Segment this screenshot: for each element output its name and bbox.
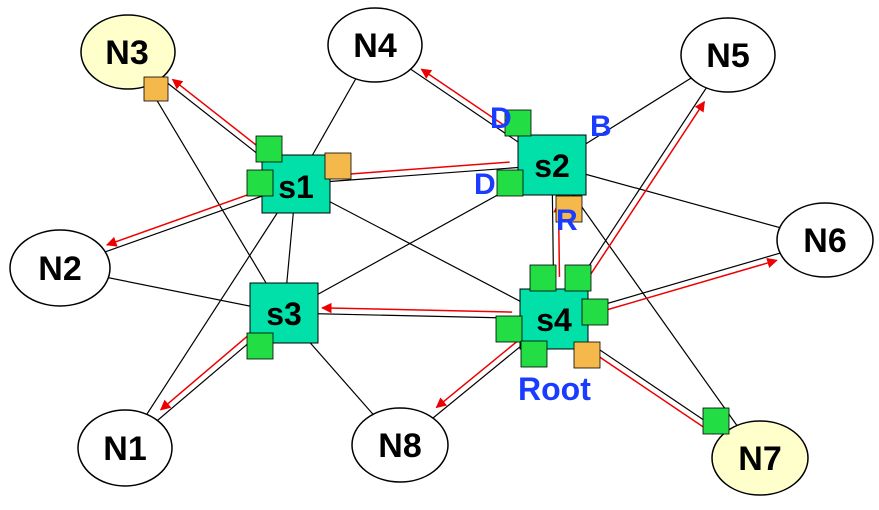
- host-n3-node: [80, 14, 176, 90]
- port-s2-left[interactable]: [496, 169, 524, 197]
- link-s1-s4: [295, 183, 555, 320]
- host-n6-node: [776, 202, 874, 278]
- host-n1-node: [77, 409, 173, 487]
- host-n4[interactable]: N4: [327, 7, 423, 83]
- switch-s2-label: s2: [534, 148, 570, 184]
- arrows-layer: [105, 68, 778, 435]
- port-s2-top[interactable]: [504, 109, 532, 137]
- arrow-s4-to-s3: [321, 302, 513, 314]
- port-label-s2-r: R: [556, 204, 578, 237]
- arrow-s2-to-n4: [420, 68, 522, 138]
- port-s4-bottom-right[interactable]: [573, 341, 601, 369]
- port-s1-top[interactable]: [255, 135, 283, 163]
- port-s4-bottom-left[interactable]: [520, 340, 548, 368]
- switch-s2[interactable]: s2: [517, 134, 587, 196]
- host-n8[interactable]: N8: [351, 407, 449, 483]
- port-n7[interactable]: [702, 407, 730, 435]
- host-n4-node: [327, 7, 423, 83]
- host-n5[interactable]: N5: [680, 17, 776, 93]
- host-n4-label: N4: [353, 27, 397, 65]
- host-n5-node: [680, 17, 776, 93]
- ports-layer: [143, 76, 730, 435]
- arrow-s4-to-n5: [581, 100, 706, 288]
- switch-s1-label: s1: [278, 169, 314, 205]
- port-s4-top-right[interactable]: [564, 264, 592, 292]
- switch-s4-box: [519, 288, 589, 350]
- port-s1-left[interactable]: [246, 169, 274, 197]
- port-s1-right[interactable]: [324, 152, 352, 180]
- links-layer: [59, 44, 826, 459]
- port-s4-right[interactable]: [581, 298, 609, 326]
- switches-layer: s1 s2 s3 s4: [249, 134, 589, 350]
- host-n6-label: N6: [803, 222, 846, 260]
- port-label-s2-d-top: D: [490, 102, 512, 135]
- host-n2-node: [9, 229, 111, 307]
- host-n8-node: [351, 407, 449, 483]
- host-n8-label: N8: [378, 427, 421, 465]
- host-n2[interactable]: N2: [9, 229, 111, 307]
- port-s1-n3[interactable]: [143, 76, 169, 102]
- arrow-s4-to-n7: [585, 346, 715, 435]
- host-n1-label: N1: [103, 430, 146, 468]
- port-label-s2-b: B: [590, 110, 612, 143]
- link-s1-s2: [295, 164, 553, 185]
- arrow-s4-to-n6: [595, 257, 778, 314]
- port-s4-left[interactable]: [495, 315, 523, 343]
- switch-s2-box: [517, 134, 587, 196]
- host-n3[interactable]: N3: [80, 14, 176, 90]
- switch-s4-label: s4: [536, 302, 572, 338]
- host-n2-label: N2: [38, 250, 81, 288]
- host-n3-label: N3: [105, 34, 148, 72]
- port-s3-bottom[interactable]: [246, 332, 274, 360]
- switch-s3-label: s3: [266, 296, 302, 332]
- root-label: Root: [518, 371, 591, 407]
- port-s2-bottom[interactable]: [555, 195, 583, 223]
- host-n6[interactable]: N6: [776, 202, 874, 278]
- arrow-s2-to-s1: [332, 161, 510, 180]
- arrow-s3-to-n1: [159, 335, 249, 411]
- arrow-s4-to-n8: [435, 340, 519, 409]
- switch-s4[interactable]: s4: [519, 288, 589, 350]
- arrow-s1-to-n3: [171, 78, 268, 154]
- port-label-s2-d-left: D: [474, 168, 496, 201]
- port-s4-top-left[interactable]: [529, 264, 557, 292]
- host-n5-label: N5: [706, 37, 749, 75]
- host-n7-node: [711, 420, 809, 496]
- labels-layer: D D B R Root: [474, 102, 612, 407]
- hosts-layer: N1 N2 N3 N4 N5 N6 N7 N8: [9, 7, 874, 496]
- host-n7[interactable]: N7: [711, 420, 809, 496]
- host-n7-label: N7: [738, 440, 781, 478]
- link-s1-n1: [124, 183, 297, 449]
- host-n1[interactable]: N1: [77, 409, 173, 487]
- arrow-s1-to-n2: [105, 191, 255, 247]
